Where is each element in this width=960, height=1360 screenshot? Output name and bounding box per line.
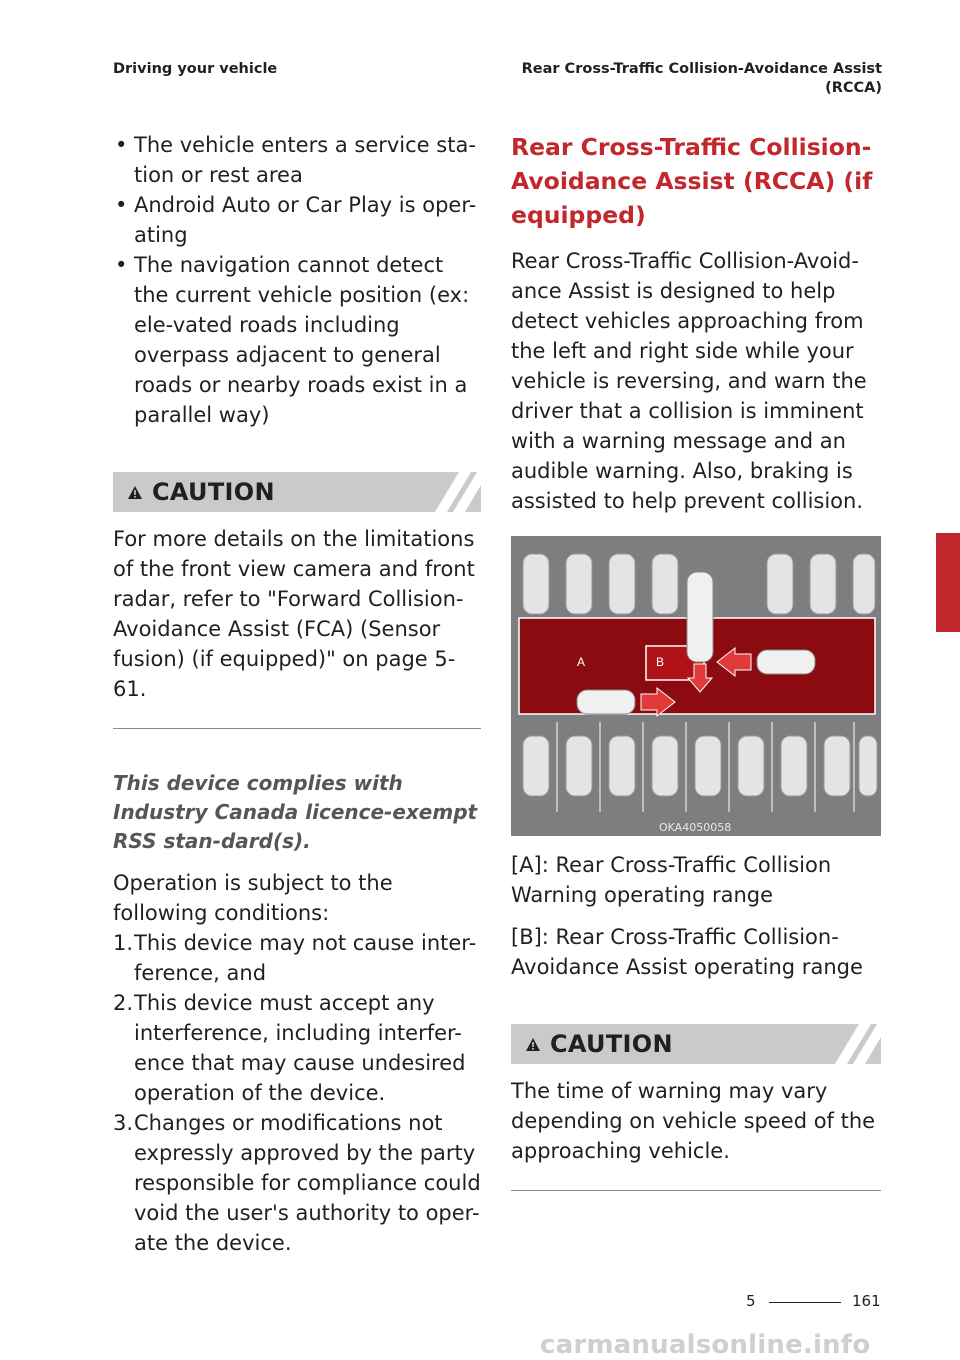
list-item: 3.Changes or modifications not expressly… xyxy=(113,1111,481,1255)
caution-label: CAUTION xyxy=(152,478,275,506)
footer-page-number: 161 xyxy=(852,1292,881,1310)
label-a: A xyxy=(577,655,585,669)
list-item: •The navigation cannot detect the curren… xyxy=(115,253,470,427)
left-column: •The vehicle enters a service sta-tion o… xyxy=(113,130,481,1258)
list-item: •Android Auto or Car Play is oper-ating xyxy=(115,193,477,247)
label-b: B xyxy=(656,655,664,669)
section-title: Rear Cross-Traffic Collision-Avoidance A… xyxy=(511,133,873,229)
caution-stripes xyxy=(417,472,481,512)
caution-banner: CAUTION xyxy=(511,1024,881,1064)
chapter-tab-number: 5 xyxy=(938,609,952,631)
caution-text: The time of warning may vary depending o… xyxy=(511,1079,876,1163)
running-header-left: Driving your vehicle xyxy=(113,61,278,77)
chapter-tab xyxy=(936,533,960,632)
right-column: Rear Cross-Traffic Collision-Avoidance A… xyxy=(511,130,881,1191)
compliance-heading: This device complies with Industry Canad… xyxy=(113,771,478,853)
conditions-intro: Operation is subject to the following co… xyxy=(113,871,393,925)
watermark: carmanualsonline.info xyxy=(540,1330,871,1360)
section-description: Rear Cross-Traffic Collision-Avoid-ance … xyxy=(511,249,867,513)
divider xyxy=(113,728,481,729)
running-header-right-line2: (RCCA) xyxy=(825,80,882,96)
footer-section: 5 xyxy=(746,1292,756,1310)
footer-divider xyxy=(769,1302,841,1303)
figure-code: OKA4050058 xyxy=(659,821,732,834)
running-header-right-line1: Rear Cross-Traffic Collision-Avoidance A… xyxy=(521,61,882,77)
caution-text: For more details on the limitations of t… xyxy=(113,527,475,701)
running-header-right: Rear Cross-Traffic Collision-Avoidance A… xyxy=(522,60,882,98)
caption-b: [B]: Rear Cross-Traffic Collision-Avoida… xyxy=(511,925,863,979)
list-item: •The vehicle enters a service sta-tion o… xyxy=(115,133,476,187)
caution-stripes xyxy=(817,1024,881,1064)
list-item: 1.This device may not cause inter-ferenc… xyxy=(113,931,477,985)
caption-a: [A]: Rear Cross-Traffic Collision Warnin… xyxy=(511,853,832,907)
warning-triangle-icon xyxy=(128,485,142,499)
caution-label: CAUTION xyxy=(550,1030,673,1058)
limitations-list: •The vehicle enters a service sta-tion o… xyxy=(113,130,481,430)
divider xyxy=(511,1190,881,1191)
list-item: 2.This device must accept any interferen… xyxy=(113,991,466,1105)
warning-triangle-icon xyxy=(526,1037,540,1051)
parking-lot-diagram: A B xyxy=(511,536,881,836)
rcca-illustration: A B xyxy=(511,536,881,836)
caution-banner: CAUTION xyxy=(113,472,481,512)
conditions-list: 1.This device may not cause inter-ferenc… xyxy=(113,928,481,1258)
